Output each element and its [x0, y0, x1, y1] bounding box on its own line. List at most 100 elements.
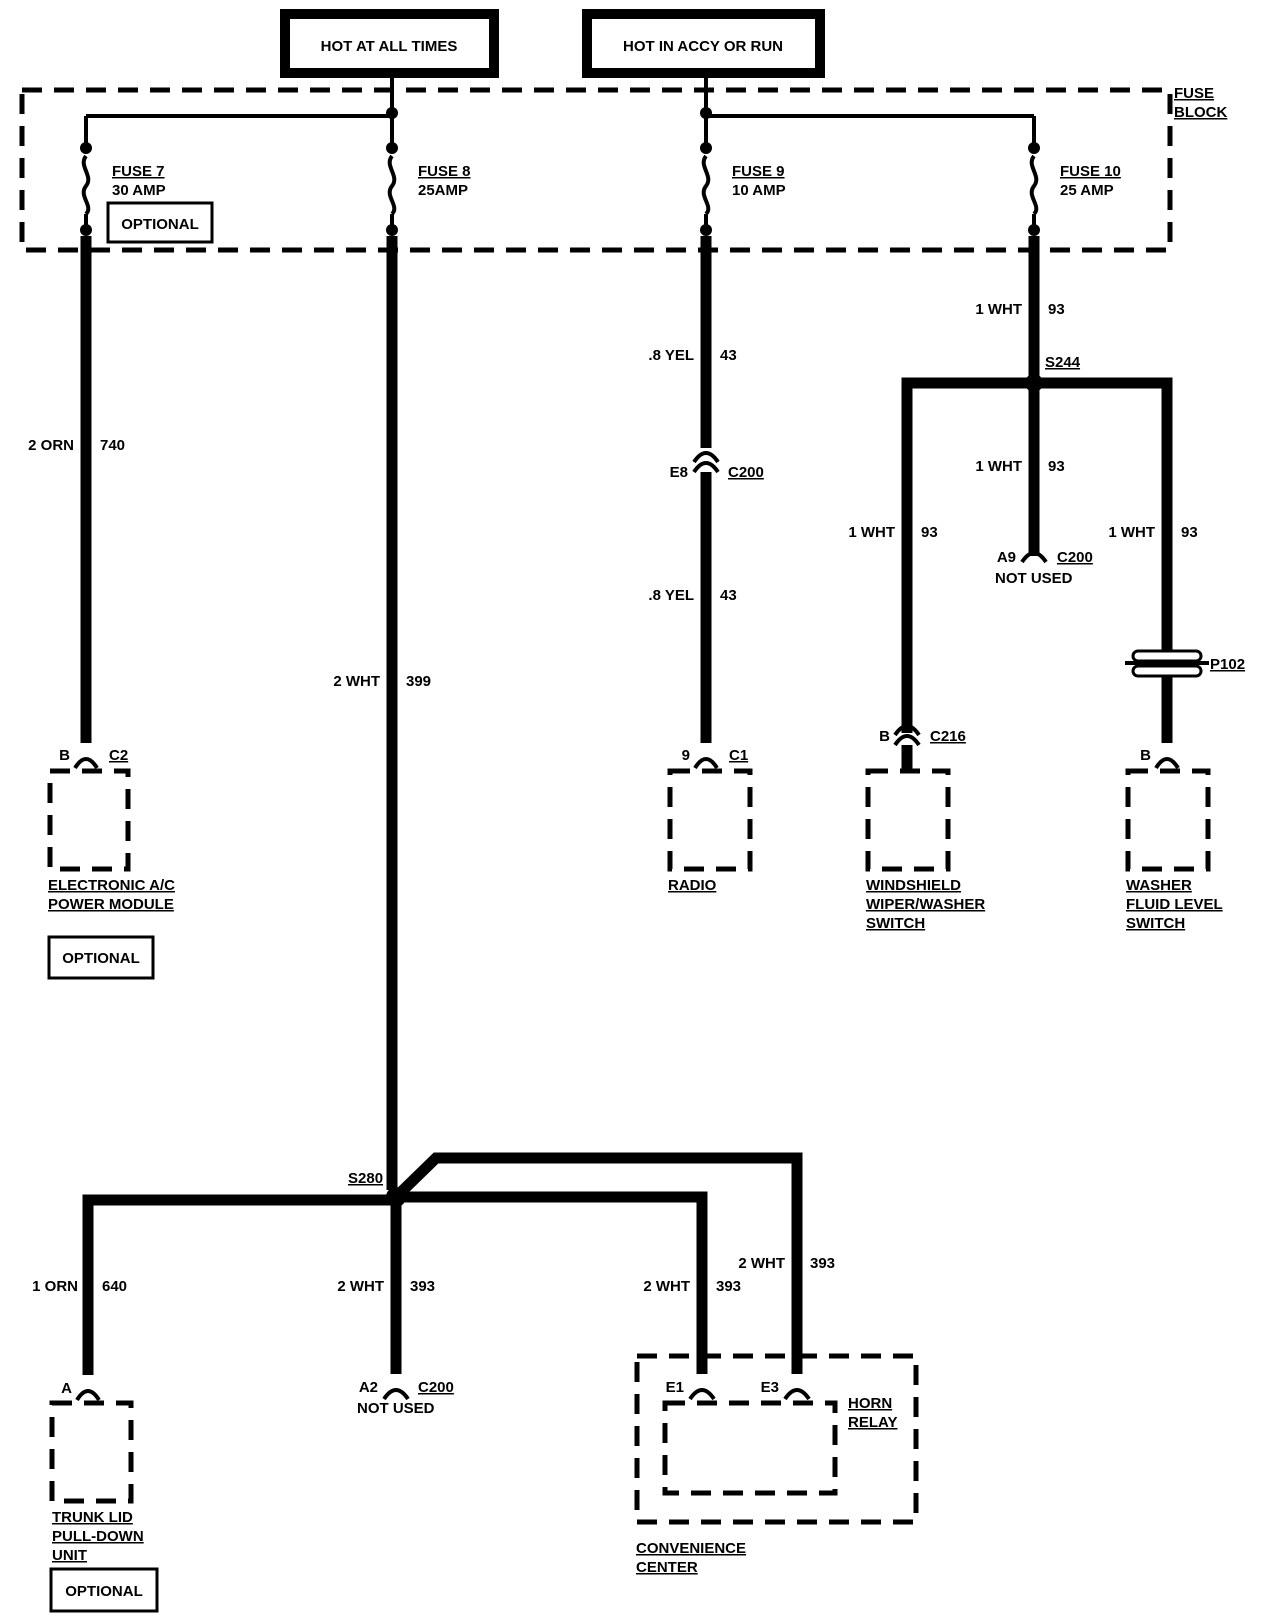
- trunk-optional-box: [49, 1567, 159, 1613]
- horn-relay-label-2: RELAY: [848, 1414, 897, 1431]
- svg-text:NOT USED: NOT USED: [995, 570, 1073, 587]
- svg-text:9: 9: [682, 747, 690, 764]
- fuse-9: FUSE 9 10 AMP: [700, 116, 786, 236]
- connector-c216: B C216: [879, 724, 966, 771]
- wiper-switch-box: [865, 768, 951, 872]
- wire-93-left-gauge: 1 WHT: [848, 524, 895, 541]
- svg-text:C200: C200: [728, 464, 764, 481]
- svg-text:A: A: [61, 1380, 72, 1397]
- wire-43-lower-gauge: .8 YEL: [648, 587, 694, 604]
- wire-43-lower-circuit: 43: [720, 587, 737, 604]
- hot-at-all-times-label: HOT AT ALL TIMES: [321, 38, 458, 55]
- wire-399-circuit: 399: [406, 673, 431, 690]
- connector-washer: B: [1140, 747, 1180, 770]
- wire-93-right-gauge: 1 WHT: [1108, 524, 1155, 541]
- radio-label: RADIO: [668, 877, 717, 894]
- wire-393-e1-circuit: 393: [716, 1278, 741, 1295]
- wire-740-gauge: 2 ORN: [28, 437, 74, 454]
- wire-43-upper-gauge: .8 YEL: [648, 347, 694, 364]
- svg-text:C216: C216: [930, 728, 966, 745]
- svg-text:B: B: [59, 747, 70, 764]
- fuse-10-rating: 25 AMP: [1060, 182, 1114, 199]
- connector-e3: E3: [761, 1379, 811, 1401]
- hot-in-accy-or-run-label: HOT IN ACCY OR RUN: [623, 38, 783, 55]
- horn-relay-label-1: HORN: [848, 1395, 892, 1412]
- svg-text:B: B: [879, 728, 890, 745]
- wire-399-gauge: 2 WHT: [333, 673, 380, 690]
- wire-393-a2-gauge: 2 WHT: [337, 1278, 384, 1295]
- svg-text:C200: C200: [418, 1379, 454, 1396]
- svg-text:E8: E8: [670, 464, 688, 481]
- wire-740-circuit: 740: [100, 437, 125, 454]
- wire-93-right-circuit: 93: [1181, 524, 1198, 541]
- svg-text:A9: A9: [997, 549, 1016, 566]
- wire-640-gauge: 1 ORN: [32, 1278, 78, 1295]
- connector-a2-c200: A2 C200 NOT USED: [357, 1379, 454, 1417]
- convenience-center-label-1: CONVENIENCE: [636, 1540, 746, 1557]
- connector-e1: E1: [666, 1379, 716, 1401]
- fuse-10: FUSE 10 25 AMP: [1028, 116, 1121, 236]
- washer-switch-label-1: WASHER: [1126, 877, 1192, 894]
- ac-module-optional: OPTIONAL: [62, 950, 140, 967]
- wire-393-e1-gauge: 2 WHT: [643, 1278, 690, 1295]
- wire-393-e3: [392, 1152, 803, 1374]
- fuse-8: FUSE 8 25AMP: [386, 116, 471, 236]
- svg-text:B: B: [1140, 747, 1151, 764]
- svg-text:A2: A2: [359, 1379, 378, 1396]
- connector-e8-c200: E8 C200: [670, 451, 764, 481]
- washer-switch-label-2: FLUID LEVEL: [1126, 896, 1223, 913]
- fuse-9-rating: 10 AMP: [732, 182, 786, 199]
- fuse-block-label-2: BLOCK: [1174, 104, 1227, 121]
- washer-switch-box: [1125, 768, 1211, 872]
- svg-text:C200: C200: [1057, 549, 1093, 566]
- fuse-9-name: FUSE 9: [732, 163, 785, 180]
- wire-640: [82, 1194, 396, 1375]
- wire-393-e3-gauge: 2 WHT: [738, 1255, 785, 1272]
- wire-93-feed-circuit: 93: [1048, 301, 1065, 318]
- wiper-switch-label-1: WINDSHIELD: [866, 877, 961, 894]
- svg-text:C2: C2: [109, 747, 128, 764]
- wire-93-left-circuit: 93: [921, 524, 938, 541]
- svg-text:E3: E3: [761, 1379, 779, 1396]
- washer-switch-label-3: SWITCH: [1126, 915, 1185, 932]
- trunk-unit-label-1: TRUNK LID: [52, 1509, 133, 1526]
- trunk-unit-box: [49, 1400, 134, 1504]
- svg-text:P102: P102: [1210, 656, 1245, 673]
- connector-c2: B C2: [59, 747, 128, 770]
- wire-393-e1: [396, 1191, 708, 1374]
- splice-s280-label: S280: [348, 1170, 383, 1187]
- svg-text:NOT USED: NOT USED: [357, 1400, 435, 1417]
- hot-at-all-times-box: HOT AT ALL TIMES: [280, 9, 499, 78]
- trunk-unit-label-2: PULL-DOWN: [52, 1528, 144, 1545]
- fuse-8-name: FUSE 8: [418, 163, 471, 180]
- wire-640-circuit: 640: [102, 1278, 127, 1295]
- convenience-center-label-2: CENTER: [636, 1559, 698, 1576]
- wire-393-a2-circuit: 393: [410, 1278, 435, 1295]
- wiper-switch-label-2: WIPER/WASHER: [866, 896, 985, 913]
- convenience-center-box: [634, 1353, 919, 1525]
- connector-trunk: A: [61, 1380, 101, 1402]
- connector-a9-c200: A9 C200 NOT USED: [995, 549, 1093, 587]
- wire-93-center-circuit: 93: [1048, 458, 1065, 475]
- hot-in-accy-or-run-box: HOT IN ACCY OR RUN: [582, 9, 825, 78]
- fuse-7-optional: OPTIONAL: [121, 216, 199, 233]
- connector-p102: P102: [1125, 649, 1245, 678]
- fuse-7-name: FUSE 7: [112, 163, 165, 180]
- radio-box: [667, 768, 753, 872]
- wire-43-upper-circuit: 43: [720, 347, 737, 364]
- svg-text:C1: C1: [729, 747, 748, 764]
- horn-relay-box: [662, 1400, 838, 1496]
- ac-module-label-2: POWER MODULE: [48, 896, 174, 913]
- wiper-switch-label-3: SWITCH: [866, 915, 925, 932]
- ac-module-box: [47, 768, 131, 872]
- trunk-unit-label-3: UNIT: [52, 1547, 87, 1564]
- splice-s244-label: S244: [1045, 354, 1081, 371]
- ac-module-label-1: ELECTRONIC A/C: [48, 877, 175, 894]
- fuse-7: FUSE 7 30 AMP OPTIONAL: [80, 116, 214, 244]
- bus-dot-2: [700, 107, 712, 119]
- ac-module-optional-box: [47, 935, 155, 980]
- trunk-optional: OPTIONAL: [65, 1583, 143, 1600]
- wire-393-e3-circuit: 393: [810, 1255, 835, 1272]
- fuse-block-label-1: FUSE: [1174, 85, 1214, 102]
